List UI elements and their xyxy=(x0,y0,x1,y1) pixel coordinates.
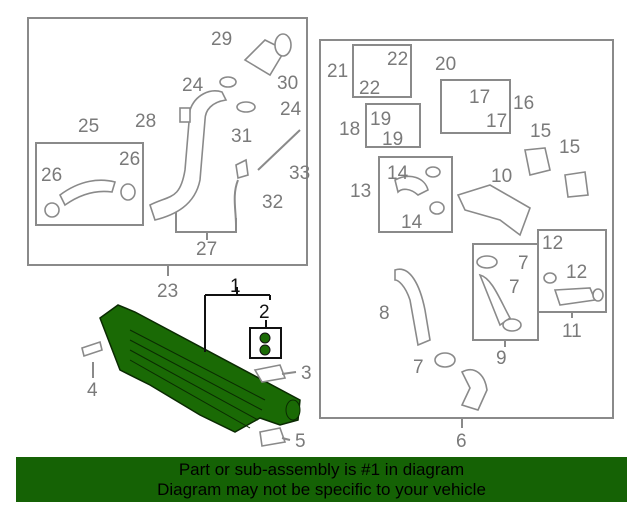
pipe-part-10 xyxy=(456,184,531,237)
clamp-part-26b xyxy=(120,183,136,201)
hose-part-9 xyxy=(478,273,512,327)
bolt-part-4 xyxy=(81,340,103,358)
hose-part-8 xyxy=(394,268,431,347)
callout-2[interactable]: 2 xyxy=(259,302,270,323)
callout-1[interactable]: 1 xyxy=(230,276,241,297)
callout-8[interactable]: 8 xyxy=(379,303,390,324)
hose-part-25 xyxy=(58,179,117,207)
hose-part-6 xyxy=(460,368,488,411)
clamp-part-7b xyxy=(502,318,522,332)
callout-12[interactable]: 12 xyxy=(542,233,563,254)
callout-30[interactable]: 30 xyxy=(277,73,298,94)
clamp-part-14b xyxy=(429,201,445,215)
sensor-part-31 xyxy=(235,158,249,180)
callout-32[interactable]: 32 xyxy=(262,192,283,213)
callout-28[interactable]: 28 xyxy=(135,111,156,132)
callout-7[interactable]: 7 xyxy=(518,253,529,274)
callout-10[interactable]: 10 xyxy=(491,166,512,187)
bracket-part-3 xyxy=(253,364,287,383)
callout-18[interactable]: 18 xyxy=(339,119,360,140)
callout-16[interactable]: 16 xyxy=(513,93,534,114)
callout-20[interactable]: 20 xyxy=(435,54,456,75)
banner-line-2: Diagram may not be specific to your vehi… xyxy=(157,480,486,499)
callout-labels: 1 2 3 4 5 6 7 7 7 8 9 10 11 12 12 13 14 … xyxy=(41,29,587,452)
group-box-18 xyxy=(365,103,421,148)
callout-19[interactable]: 19 xyxy=(382,129,403,150)
nut-part-2b xyxy=(259,344,271,356)
callout-26[interactable]: 26 xyxy=(41,165,62,186)
callout-6[interactable]: 6 xyxy=(456,431,467,452)
group-box-6 xyxy=(319,39,614,419)
callout-15[interactable]: 15 xyxy=(559,137,580,158)
callout-25[interactable]: 25 xyxy=(78,116,99,137)
clamp-part-12b xyxy=(592,288,604,302)
leader-1-2 xyxy=(204,287,271,352)
callout-13[interactable]: 13 xyxy=(350,181,371,202)
callout-27[interactable]: 27 xyxy=(196,239,217,260)
hose-part-13 xyxy=(394,175,429,196)
hose-part-11 xyxy=(553,287,597,306)
callout-24[interactable]: 24 xyxy=(280,99,302,120)
group-box-21 xyxy=(352,44,412,98)
callout-14[interactable]: 14 xyxy=(387,163,409,184)
callout-12[interactable]: 12 xyxy=(566,262,587,283)
clamp-part-24 xyxy=(219,76,237,88)
banner-line-1: Part or sub-assembly is #1 in diagram xyxy=(178,460,465,479)
callout-7[interactable]: 7 xyxy=(413,357,424,378)
intercooler-fins xyxy=(129,329,266,429)
clamp-part-12a xyxy=(543,272,557,284)
nut-part-2a xyxy=(259,332,271,344)
clamp-part-7c xyxy=(434,352,456,368)
callout-22[interactable]: 22 xyxy=(387,49,408,70)
clamp-part-24b xyxy=(236,101,256,113)
callout-17[interactable]: 17 xyxy=(469,87,490,108)
callout-15[interactable]: 15 xyxy=(530,121,551,142)
hose-part-33 xyxy=(257,129,301,171)
callout-26[interactable]: 26 xyxy=(119,149,140,170)
bracket-part-5 xyxy=(259,427,287,447)
clamp-part-26a xyxy=(44,202,60,218)
callout-24[interactable]: 24 xyxy=(182,75,204,96)
callout-4[interactable]: 4 xyxy=(87,380,98,401)
intercooler-part-1 xyxy=(99,304,301,433)
callout-3[interactable]: 3 xyxy=(301,363,312,384)
bracket-part-28 xyxy=(179,107,191,123)
callout-14[interactable]: 14 xyxy=(401,212,423,233)
notice-banner: Part or sub-assembly is #1 in diagram Di… xyxy=(16,457,627,502)
callout-33[interactable]: 33 xyxy=(289,163,310,184)
intake-pipe-part xyxy=(149,90,228,221)
callout-23[interactable]: 23 xyxy=(157,281,178,302)
callout-11[interactable]: 11 xyxy=(562,321,582,342)
leader-lines xyxy=(92,312,573,441)
group-box-13 xyxy=(378,156,453,233)
callout-17[interactable]: 17 xyxy=(486,111,507,132)
clamp-part-14a xyxy=(425,166,441,178)
callout-19[interactable]: 19 xyxy=(370,109,391,130)
leader-27-23 xyxy=(167,212,237,276)
callout-5[interactable]: 5 xyxy=(295,431,306,452)
callout-7[interactable]: 7 xyxy=(509,277,520,298)
group-box-25 xyxy=(35,142,144,226)
clamp-part-30 xyxy=(274,33,292,57)
valve-part-15a xyxy=(524,147,551,176)
group-box-16 xyxy=(440,79,511,134)
callout-9[interactable]: 9 xyxy=(496,348,507,369)
callout-29[interactable]: 29 xyxy=(211,29,232,50)
clamp-part-7a xyxy=(476,255,498,269)
callout-22[interactable]: 22 xyxy=(359,78,380,99)
callout-21[interactable]: 21 xyxy=(327,61,348,82)
callout-31[interactable]: 31 xyxy=(231,126,252,147)
valve-part-15b xyxy=(564,171,589,198)
intercooler-outlet xyxy=(285,399,301,421)
